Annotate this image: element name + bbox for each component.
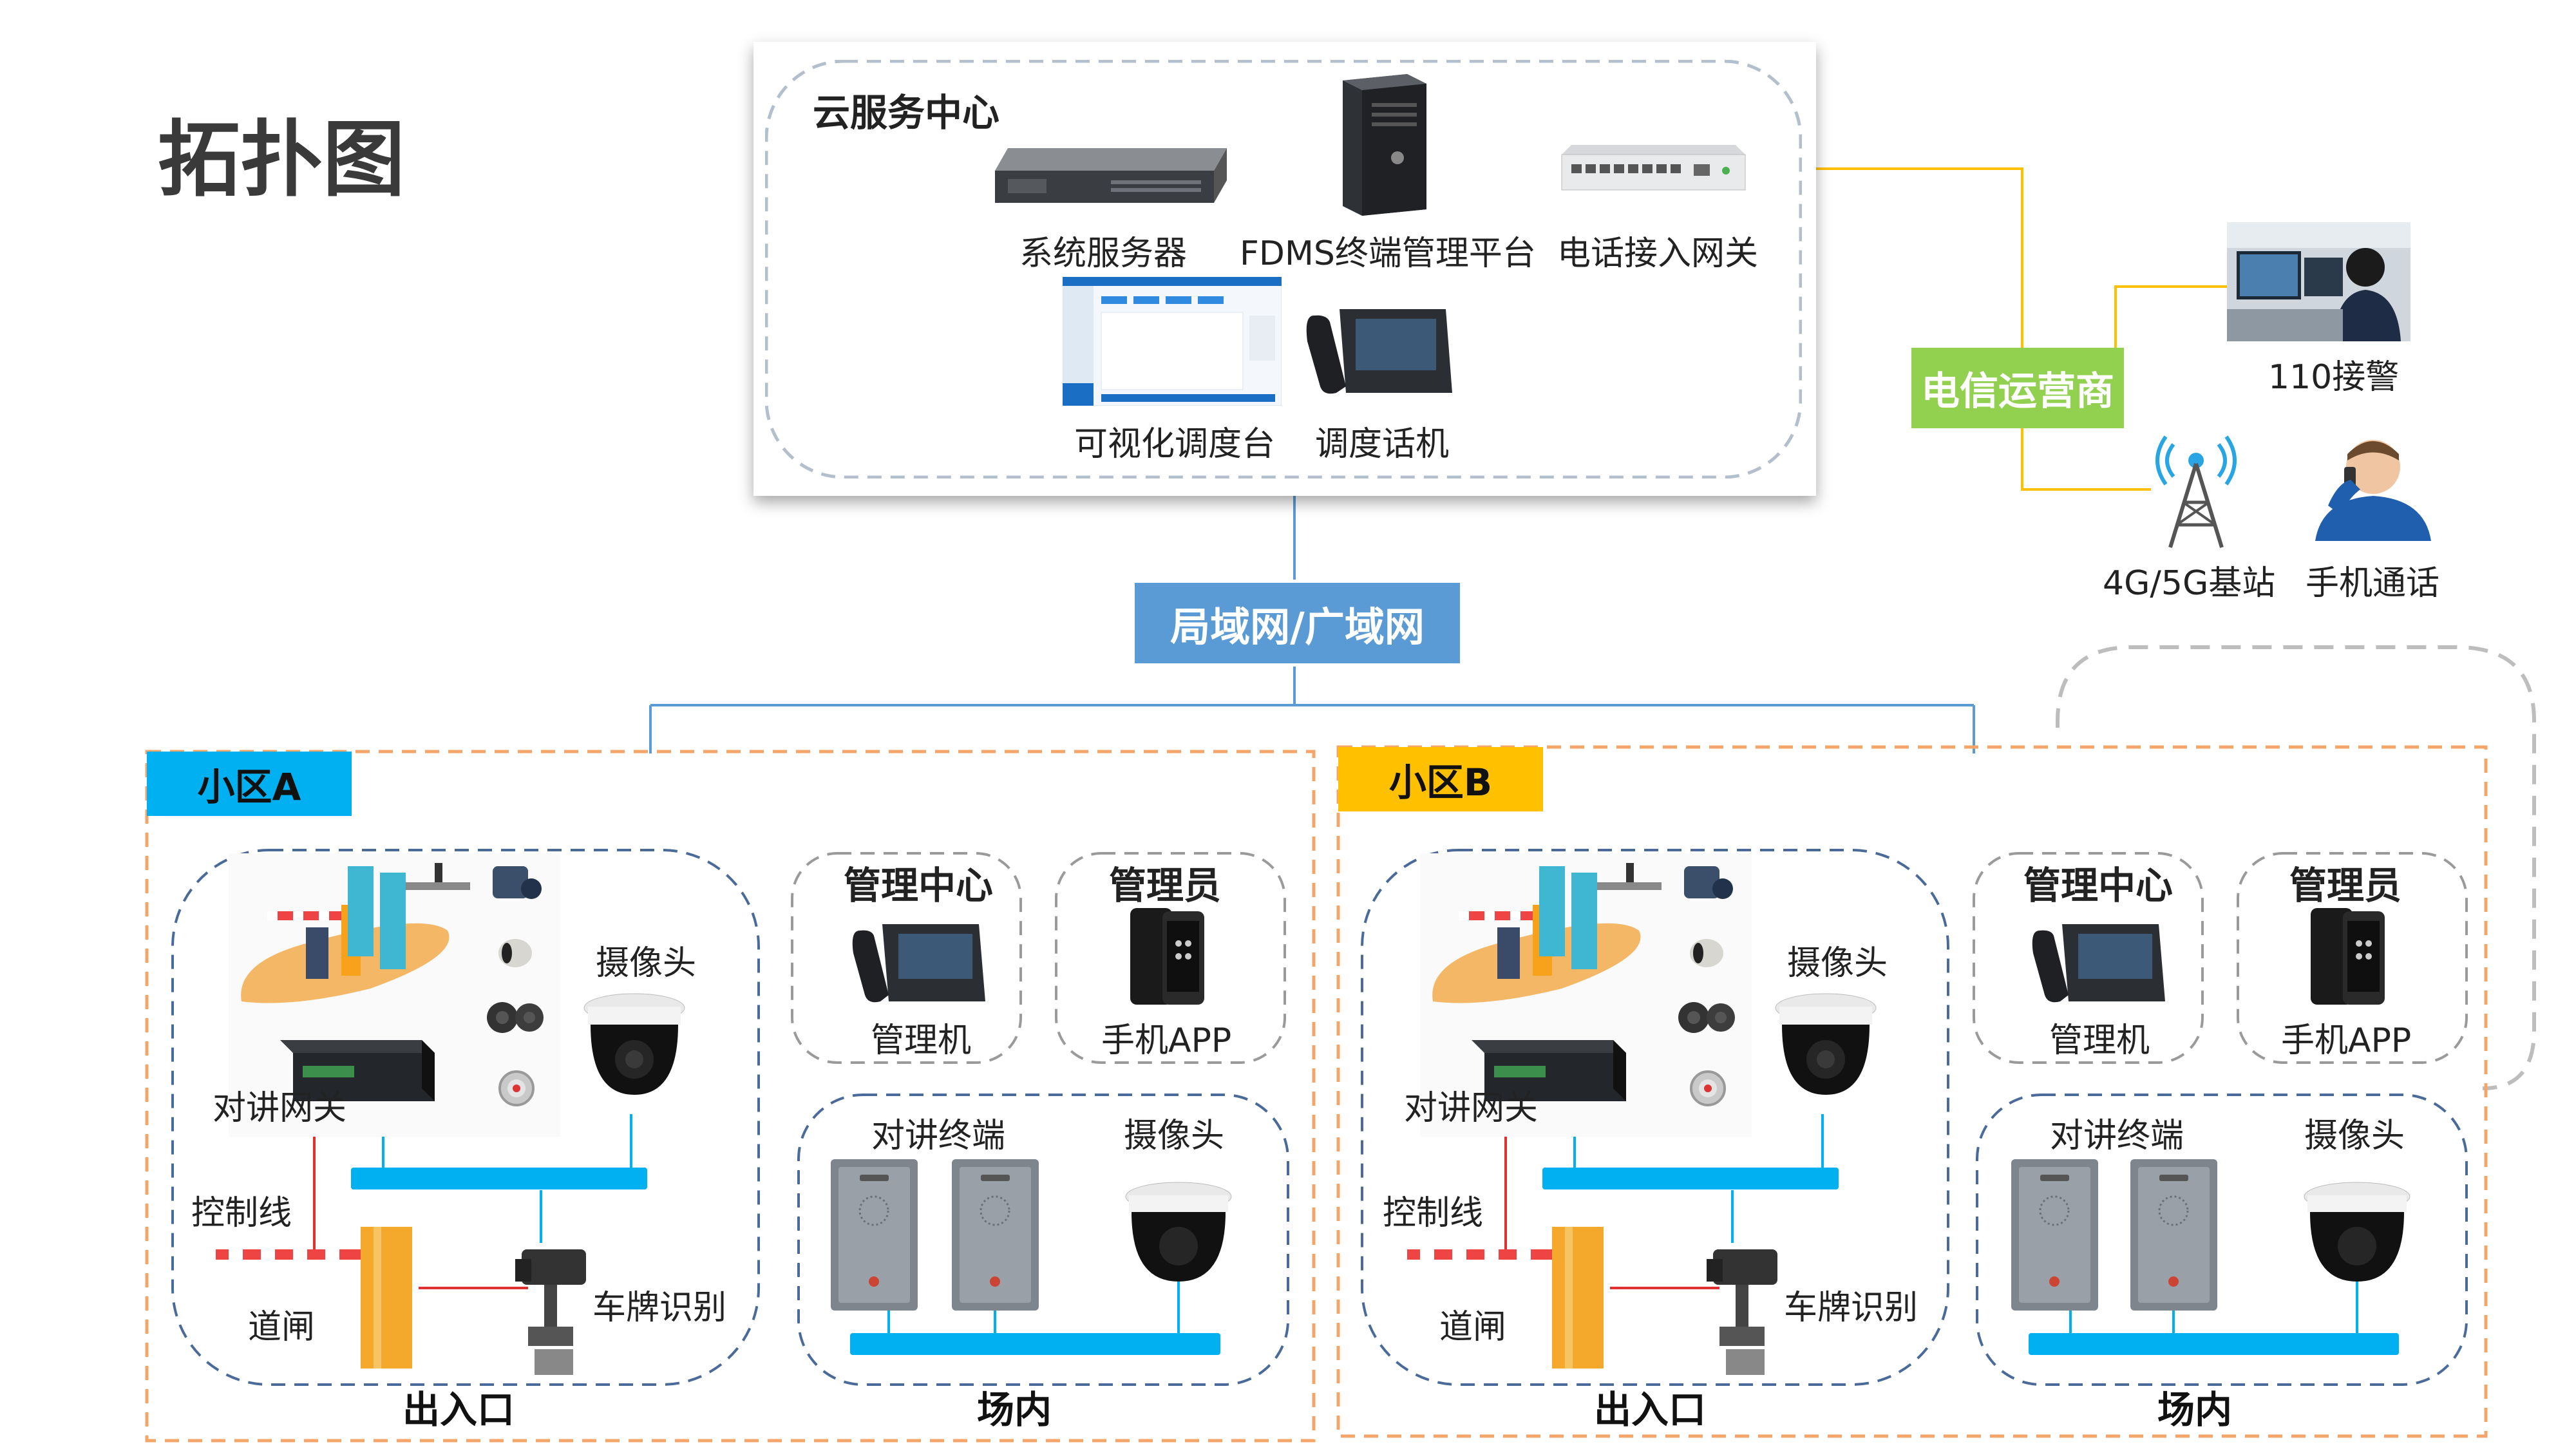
intercom-terminal-icon [952,1159,1039,1311]
dome-camera-icon [1774,989,1877,1101]
police-110-label: 110接警 [2268,358,2400,397]
management-device-label: 管理机 [871,1021,972,1060]
lpr-label: 车牌识别 [1784,1289,1918,1327]
barrier-gate-icon [1407,1224,1620,1372]
entrance-network-bus [351,1168,647,1189]
page-title: 拓扑图 [158,112,406,208]
voip-gateway-icon [1558,135,1748,200]
barrier-gate-label: 道闸 [1439,1308,1507,1347]
dome-camera-icon [2302,1179,2412,1285]
lan-wan-tag: 局域网/广域网 [1135,583,1460,663]
entrance-scene-illustration [229,853,560,1137]
dome-camera-icon [1124,1179,1233,1285]
community-b-border [1336,745,2488,1438]
management-phone-icon [2027,918,2168,1008]
cell-tower-icon [2154,431,2238,551]
push-button-icon [496,1066,538,1111]
intercom-terminal-label: 对讲终端 [871,1117,1006,1155]
mobile-app-label: 手机APP [1101,1021,1232,1060]
community-a-border [145,750,1316,1443]
desk-phone-icon [1301,303,1455,399]
carrier-basestation-link [2021,428,2151,491]
barrier-gate-label: 道闸 [248,1308,316,1347]
barrier-gate-icon [216,1224,428,1372]
cloud-service-panel [753,42,1816,496]
inside-network-bus [2029,1333,2399,1355]
microphone-icon [493,931,538,976]
phone-gateway-label: 电话接入网关 [1557,234,1759,273]
community-a-badge: 小区A [147,752,352,816]
smartphone-icon [2307,905,2391,1008]
community-a-name: 小区A [197,765,301,809]
management-center-title: 管理中心 [844,864,994,907]
management-device-label: 管理机 [2049,1021,2150,1060]
management-center-title: 管理中心 [2023,864,2174,907]
intercom-terminal-icon [2130,1159,2217,1311]
community-b-badge: 小区B [1338,747,1543,811]
lpr-camera-icon [1707,1236,1784,1378]
entrance-title: 出入口 [1594,1388,1707,1432]
entrance-camera-label: 摄像头 [1787,944,1888,983]
gateway-carrier-link [1758,167,2023,348]
carrier-label: 电信运营商 [1921,369,2114,414]
intercom-terminal-icon [2011,1159,2098,1311]
system-server-label: 系统服务器 [1019,234,1188,273]
speaker-pair-icon [1676,995,1737,1040]
cloud-title: 云服务中心 [813,91,1000,135]
lpr-camera-icon [515,1236,592,1378]
rack-server-icon [982,142,1233,213]
mobile-cloud-outline [2056,645,2536,1090]
intercom-gateway-label: 对讲网关 [213,1089,347,1128]
fdms-platform-label: FDMS终端管理平台 [1240,234,1536,273]
community-b-name: 小区B [1388,761,1493,804]
police-operator-icon [2227,222,2410,341]
speaker-pair-icon [484,995,545,1040]
speaker-camera-module-icon [486,860,544,911]
dome-camera-icon [583,989,686,1101]
lan-wan-label: 局域网/广域网 [1170,603,1425,650]
control-line-label: 控制线 [1383,1194,1484,1233]
admin-title: 管理员 [2289,864,2402,907]
mobile-call-label: 手机通话 [2306,564,2440,603]
inside-camera-label: 摄像头 [2304,1117,2405,1155]
push-button-icon [1687,1066,1729,1111]
lpr-label: 车牌识别 [592,1289,727,1327]
intercom-terminal-icon [831,1159,918,1311]
inside-camera-label: 摄像头 [1124,1117,1225,1155]
dispatch-console-label: 可视化调度台 [1074,425,1276,464]
mobile-caller-icon [2302,428,2438,541]
carrier-110-link [2114,285,2228,386]
inside-title: 场内 [977,1388,1052,1432]
control-line-label: 控制线 [191,1194,292,1233]
mobile-app-label: 手机APP [2281,1021,2412,1060]
smartphone-icon [1127,905,1211,1008]
inside-network-bus [850,1333,1220,1355]
intercom-terminal-label: 对讲终端 [2050,1117,2184,1155]
carrier-tag: 电信运营商 [1911,348,2124,428]
microphone-icon [1684,931,1729,976]
tower-server-icon [1336,74,1433,216]
intercom-gateway-label: 对讲网关 [1404,1089,1539,1128]
entrance-network-bus [1542,1168,1839,1189]
management-phone-icon [847,918,989,1008]
entrance-title: 出入口 [402,1388,515,1432]
admin-title: 管理员 [1109,864,1222,907]
dispatch-phone-label: 调度话机 [1315,425,1450,464]
dispatch-console-screen-icon [1062,276,1282,406]
inside-title: 场内 [2157,1388,2233,1432]
entrance-camera-label: 摄像头 [596,944,697,983]
base-station-label: 4G/5G基站 [2103,564,2276,603]
speaker-camera-module-icon [1678,860,1736,911]
